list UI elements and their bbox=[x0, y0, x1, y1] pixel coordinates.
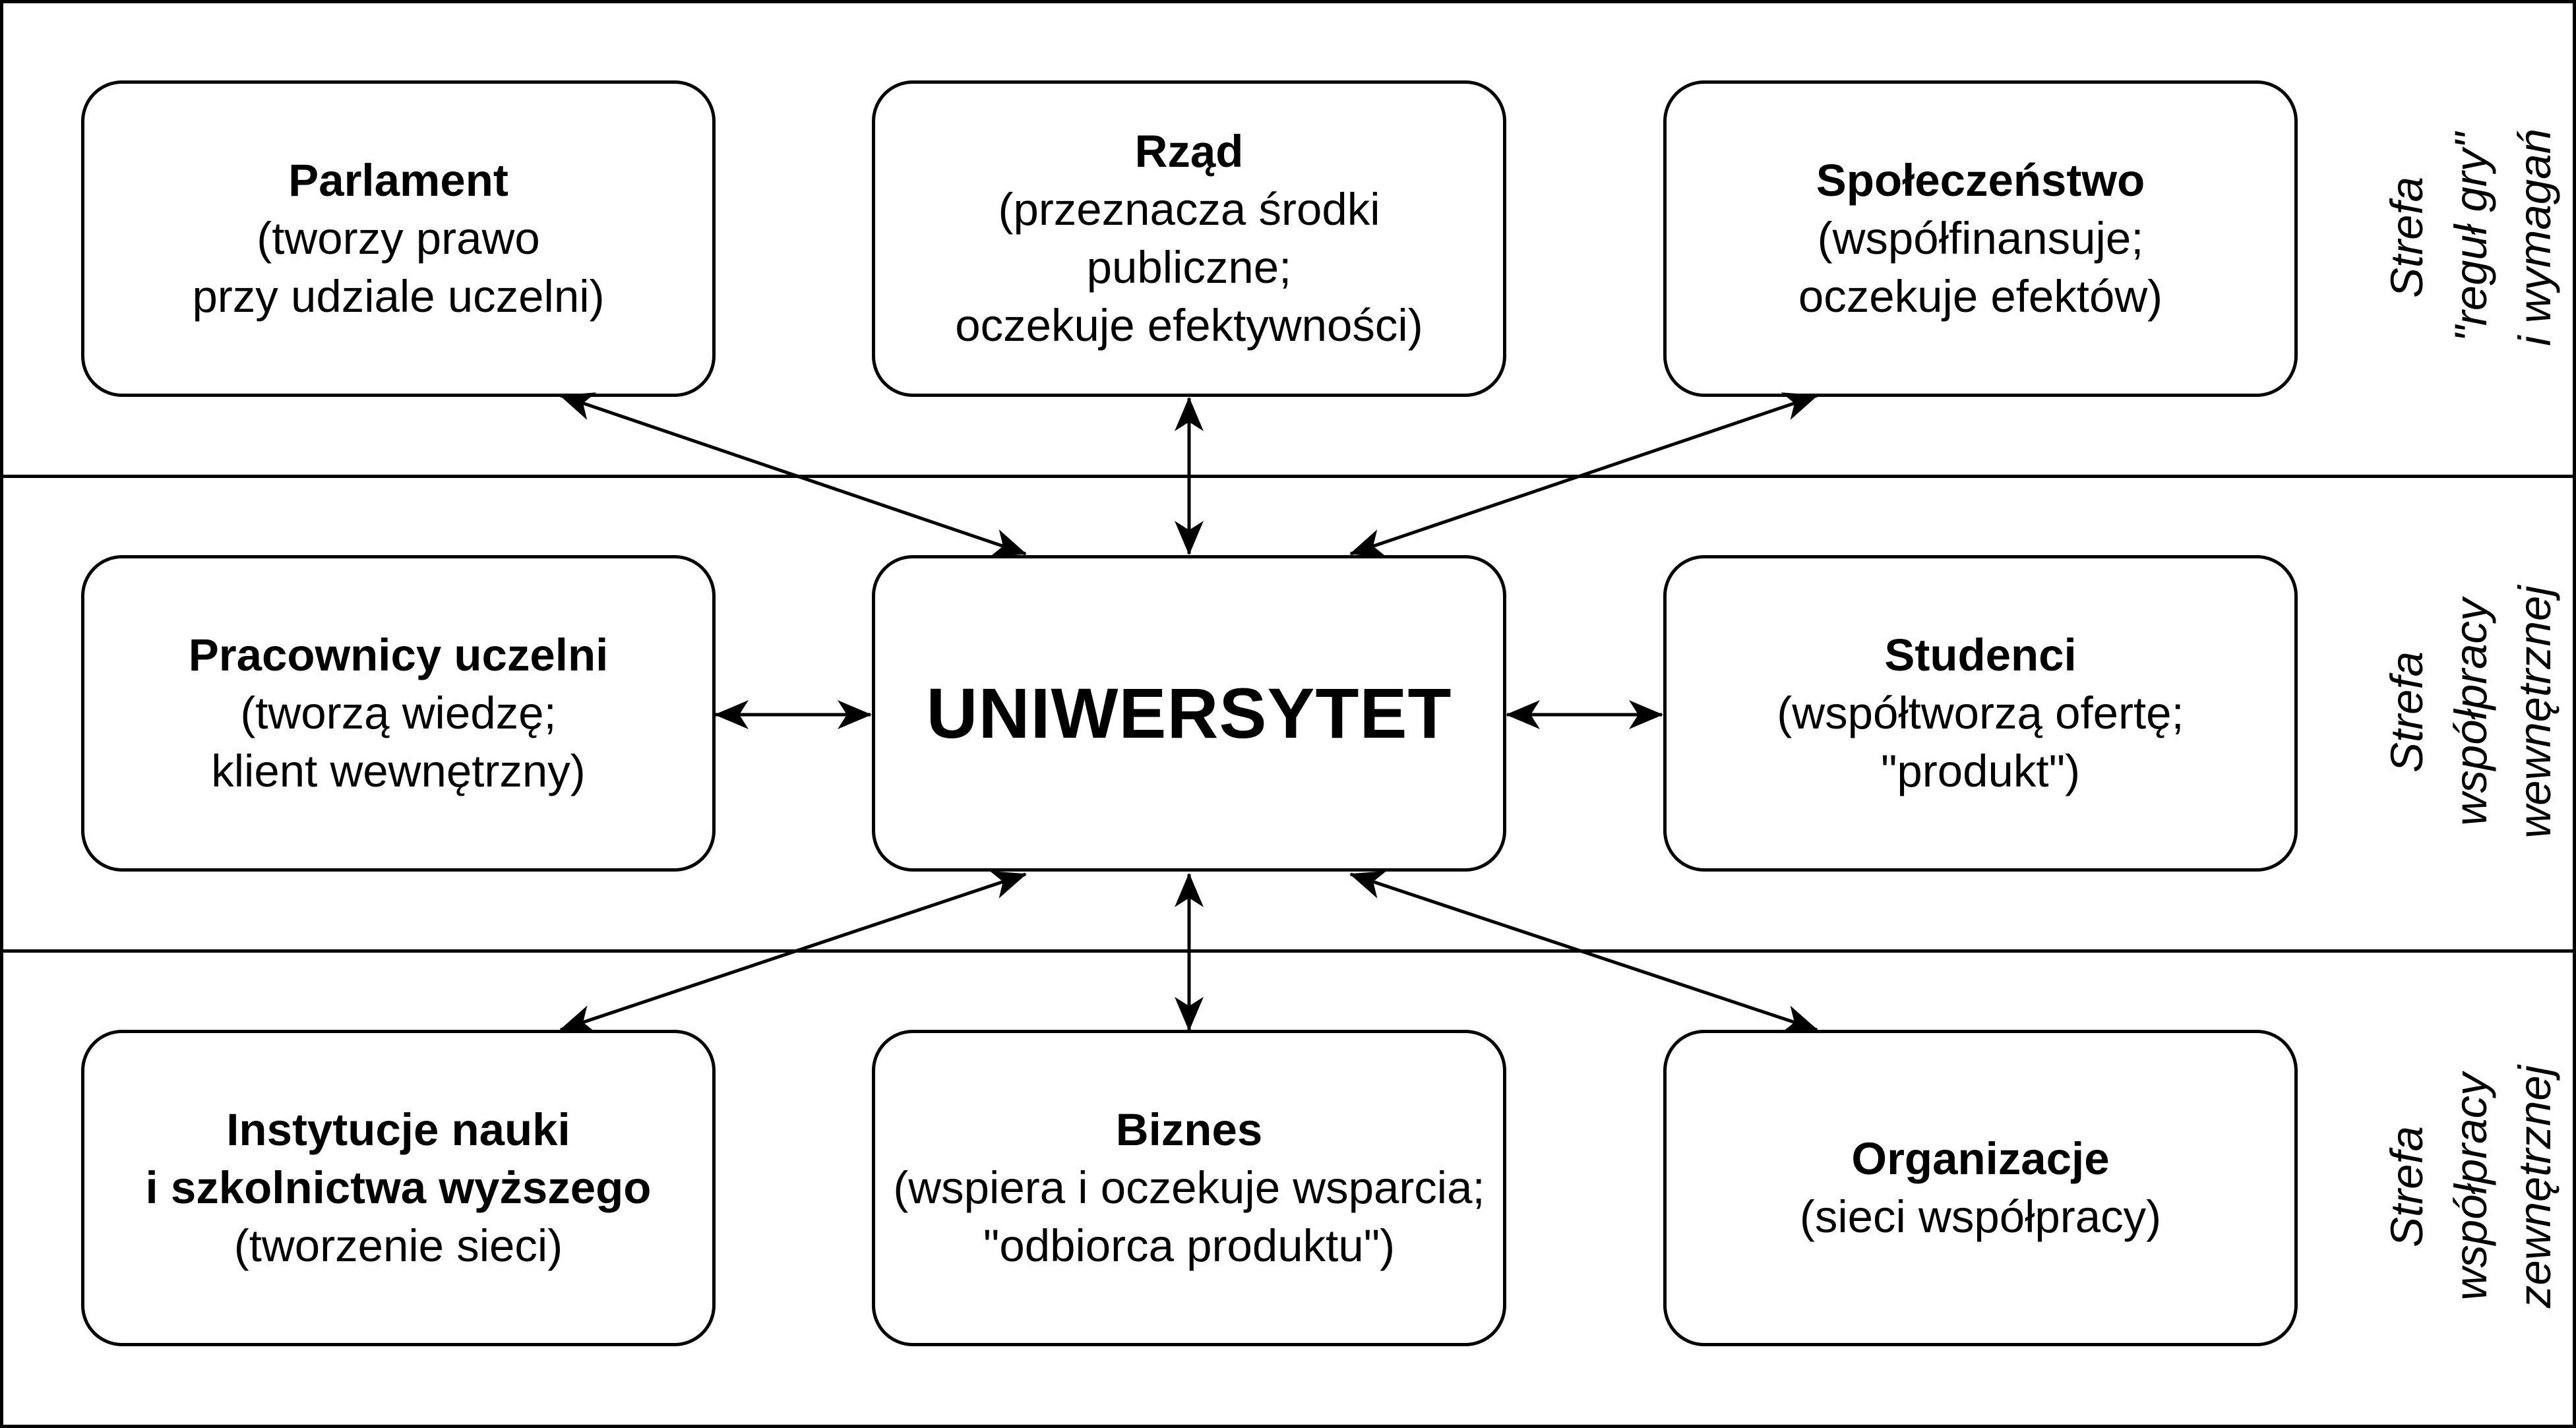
box-desc-line: (sieci współpracy) bbox=[1799, 1191, 2162, 1242]
box-desc-line: "produkt") bbox=[1880, 746, 2081, 796]
box-uniwersytet: UNIWERSYTET bbox=[872, 555, 1506, 872]
center-title: UNIWERSYTET bbox=[926, 673, 1452, 753]
box-title: Społeczeństwo bbox=[1816, 155, 2145, 206]
connector-spoleczenstwo bbox=[1349, 392, 1818, 557]
box-desc-line: (tworzą wiedzę; bbox=[240, 688, 557, 738]
box-biznes: Biznes (wspiera i oczekuje wsparcia; "od… bbox=[872, 1030, 1506, 1346]
box-desc-line: oczekuje efektów) bbox=[1798, 271, 2163, 322]
box-desc-line: (współtworzą ofertę; bbox=[1777, 688, 2184, 738]
zone-divider-bottom bbox=[0, 949, 2576, 953]
box-desc-line: przy udziale uczelni) bbox=[192, 271, 605, 322]
box-desc-line: (współfinansuje; bbox=[1817, 213, 2144, 264]
box-title: Instytucje nauki bbox=[226, 1104, 570, 1155]
box-spoleczenstwo: Społeczeństwo (współfinansuje; oczekuje … bbox=[1663, 80, 2298, 397]
box-instytucje: Instytucje nauki i szkolnictwa wyższego … bbox=[81, 1030, 716, 1346]
connector-organizacje bbox=[1349, 870, 1818, 1034]
box-rzad: Rząd (przeznacza środki publiczne; oczek… bbox=[872, 80, 1506, 397]
box-title: Parlament bbox=[288, 155, 508, 206]
box-desc-line: publiczne; bbox=[1086, 242, 1292, 293]
connector-instytucje bbox=[559, 871, 1027, 1033]
box-title: Studenci bbox=[1884, 630, 2077, 680]
box-title: Organizacje bbox=[1851, 1133, 2110, 1184]
box-title: Biznes bbox=[1115, 1104, 1263, 1155]
connector-parlament bbox=[559, 392, 1027, 557]
box-title: Rząd bbox=[1134, 126, 1244, 177]
box-desc-line: (wspiera i oczekuje wsparcia; bbox=[893, 1162, 1485, 1213]
box-desc-line: (tworzenie sieci) bbox=[233, 1220, 563, 1271]
box-title: i szkolnictwa wyższego bbox=[145, 1162, 652, 1213]
box-pracownicy: Pracownicy uczelni (tworzą wiedzę; klien… bbox=[81, 555, 716, 872]
box-desc-line: "odbiorca produktu") bbox=[983, 1220, 1395, 1271]
box-desc-line: klient wewnętrzny) bbox=[211, 746, 586, 796]
box-studenci: Studenci (współtworzą ofertę; "produkt") bbox=[1663, 555, 2298, 872]
box-parlament: Parlament (tworzy prawo przy udziale ucz… bbox=[81, 80, 716, 397]
box-desc-line: (przeznacza środki bbox=[998, 184, 1380, 235]
box-organizacje: Organizacje (sieci współpracy) bbox=[1663, 1030, 2298, 1346]
box-desc-line: oczekuje efektywności) bbox=[955, 300, 1423, 351]
box-title: Pracownicy uczelni bbox=[188, 630, 609, 680]
zone-divider-top bbox=[0, 475, 2576, 478]
box-desc-line: (tworzy prawo bbox=[257, 213, 540, 264]
